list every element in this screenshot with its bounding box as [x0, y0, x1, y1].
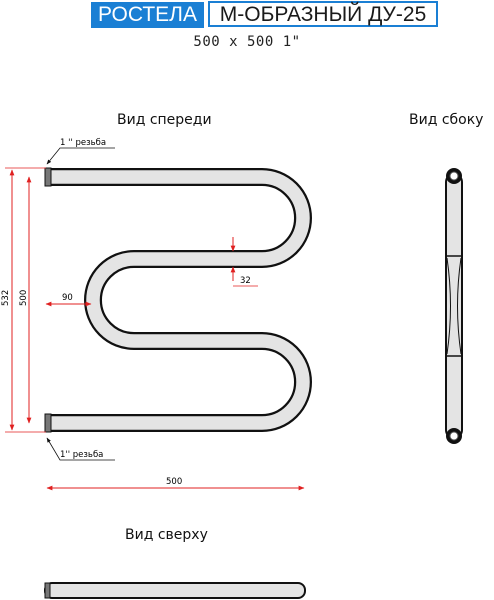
side-view-pipe [445, 168, 463, 444]
top-view-title: Вид сверху [125, 527, 208, 543]
front-view-pipe [44, 167, 312, 433]
dim-offset-label: 90 [62, 293, 73, 303]
dim-tube-diameter-label: 32 [240, 276, 251, 286]
dim-width-label: 500 [166, 477, 182, 487]
thread-leader-bottom: 1'' резьба [46, 437, 115, 461]
dim-tube-diameter: 32 [230, 237, 258, 287]
dim-offset: 90 [45, 293, 92, 307]
side-view-title: Вид сбоку [409, 112, 484, 128]
front-view-title: Вид спереди [117, 112, 212, 128]
thread-end-top [44, 167, 52, 187]
dim-width: 500 [46, 477, 305, 491]
thread-label-bottom: 1'' резьба [60, 450, 103, 460]
dim-height-axis-label: 500 [19, 290, 29, 306]
brand-logo: РОСТЕЛА [91, 2, 204, 28]
size-spec: 500 x 500 1" [193, 34, 301, 50]
top-view-pipe [44, 582, 306, 599]
header: РОСТЕЛА М-ОБРАЗНЫЙ ДУ-25 500 x 500 1" [0, 0, 494, 60]
dim-height-axis: 500 [19, 176, 32, 424]
thread-label-top: 1 '' резьба [60, 138, 106, 148]
dim-height-total-label: 532 [1, 290, 11, 306]
model-title: М-ОБРАЗНЫЙ ДУ-25 [208, 1, 438, 27]
dim-height-total: 532 [1, 167, 46, 433]
thread-end-bottom [44, 413, 52, 433]
thread-leader-top: 1 '' резьба [46, 138, 115, 165]
